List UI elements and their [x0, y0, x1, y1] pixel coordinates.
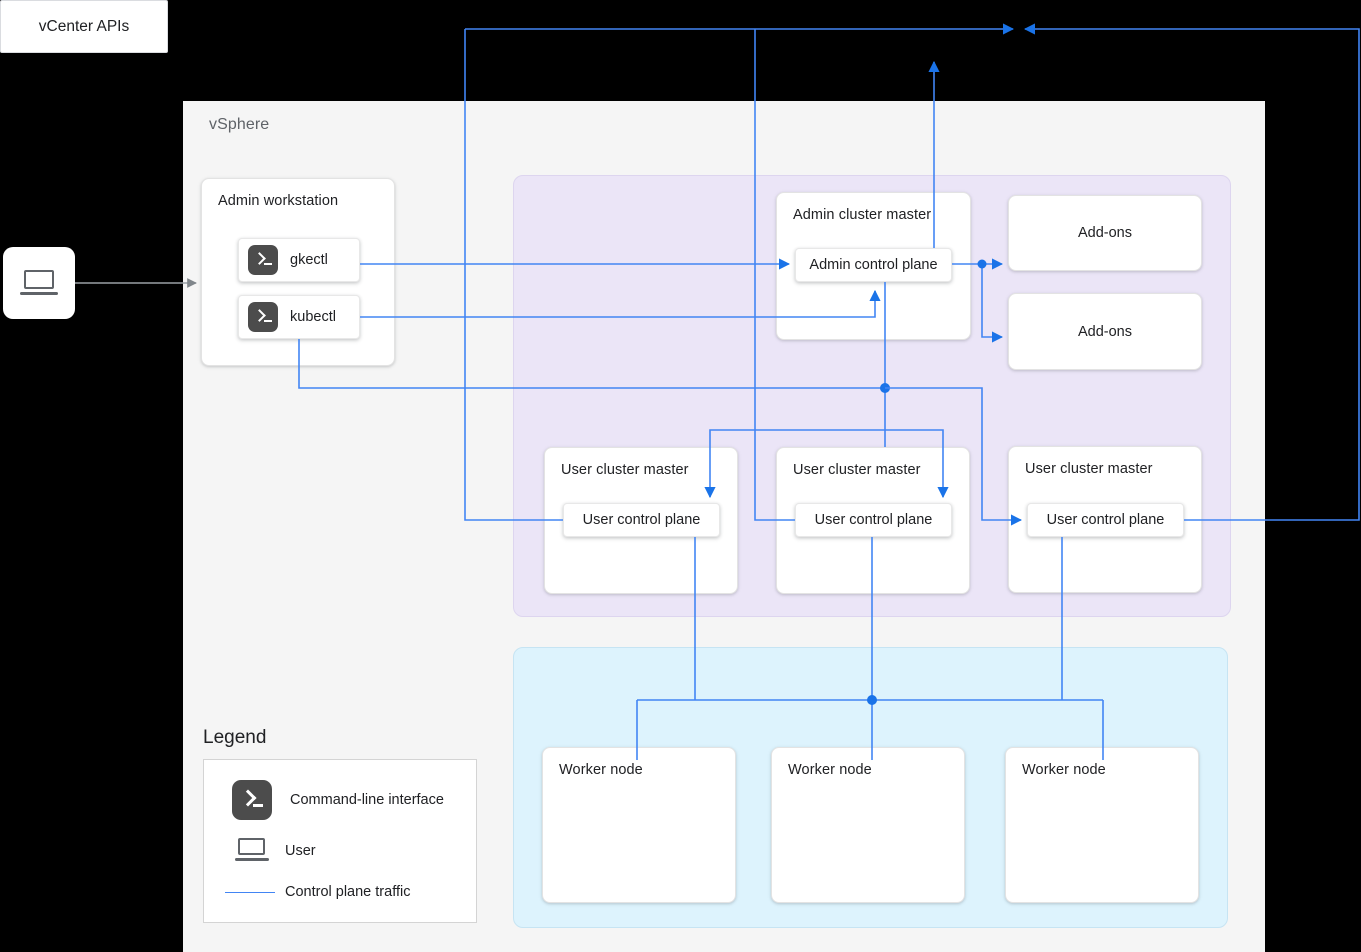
user-cluster-master-title-3: User cluster master: [1025, 461, 1153, 477]
worker-node-title-1: Worker node: [559, 762, 643, 778]
legend-box: Command-line interface User Control plan…: [203, 759, 477, 923]
user-control-plane-node-1[interactable]: User control plane: [563, 503, 720, 537]
worker-node-card-2: Worker node: [771, 747, 965, 903]
admin-cluster-master-title: Admin cluster master: [793, 207, 932, 223]
terminal-icon: [232, 780, 272, 820]
addons-card-2: Add-ons: [1008, 293, 1202, 370]
worker-node-title-2: Worker node: [788, 762, 872, 778]
worker-node-title-3: Worker node: [1022, 762, 1106, 778]
cli-chip-gkectl-label: gkectl: [290, 252, 328, 268]
user-icon-tile: [3, 247, 75, 319]
cli-chip-kubectl-label: kubectl: [290, 309, 336, 325]
worker-node-card-1: Worker node: [542, 747, 736, 903]
addons-card-1: Add-ons: [1008, 195, 1202, 271]
addons-label-2: Add-ons: [1077, 323, 1132, 340]
addons-label-1: Add-ons: [1077, 225, 1132, 241]
legend-item-cli-label: Command-line interface: [290, 792, 444, 808]
worker-node-card-3: Worker node: [1005, 747, 1199, 903]
user-cluster-master-title-1: User cluster master: [561, 462, 689, 478]
legend-item-user: User: [232, 838, 316, 863]
legend-item-user-label: User: [285, 842, 316, 859]
terminal-icon: [248, 245, 278, 275]
user-cluster-master-title-2: User cluster master: [793, 462, 921, 478]
legend-item-cli: Command-line interface: [232, 780, 444, 820]
terminal-icon: [248, 302, 278, 332]
legend-title: Legend: [203, 727, 267, 748]
legend-item-traffic: Control plane traffic: [224, 884, 411, 900]
legend-item-traffic-label: Control plane traffic: [285, 884, 411, 900]
cli-chip-gkectl[interactable]: gkectl: [238, 238, 360, 282]
cli-chip-kubectl[interactable]: kubectl: [238, 295, 360, 339]
admin-control-plane-node[interactable]: Admin control plane: [795, 248, 952, 282]
laptop-icon: [235, 838, 269, 863]
vcenter-apis-box[interactable]: vCenter APIs: [0, 0, 168, 53]
control-plane-line-swatch: [224, 891, 275, 893]
user-control-plane-node-3[interactable]: User control plane: [1027, 503, 1184, 537]
vsphere-label: vSphere: [209, 116, 270, 133]
user-control-plane-node-2[interactable]: User control plane: [795, 503, 952, 537]
admin-workstation-title: Admin workstation: [218, 193, 339, 209]
laptop-icon: [20, 269, 58, 297]
